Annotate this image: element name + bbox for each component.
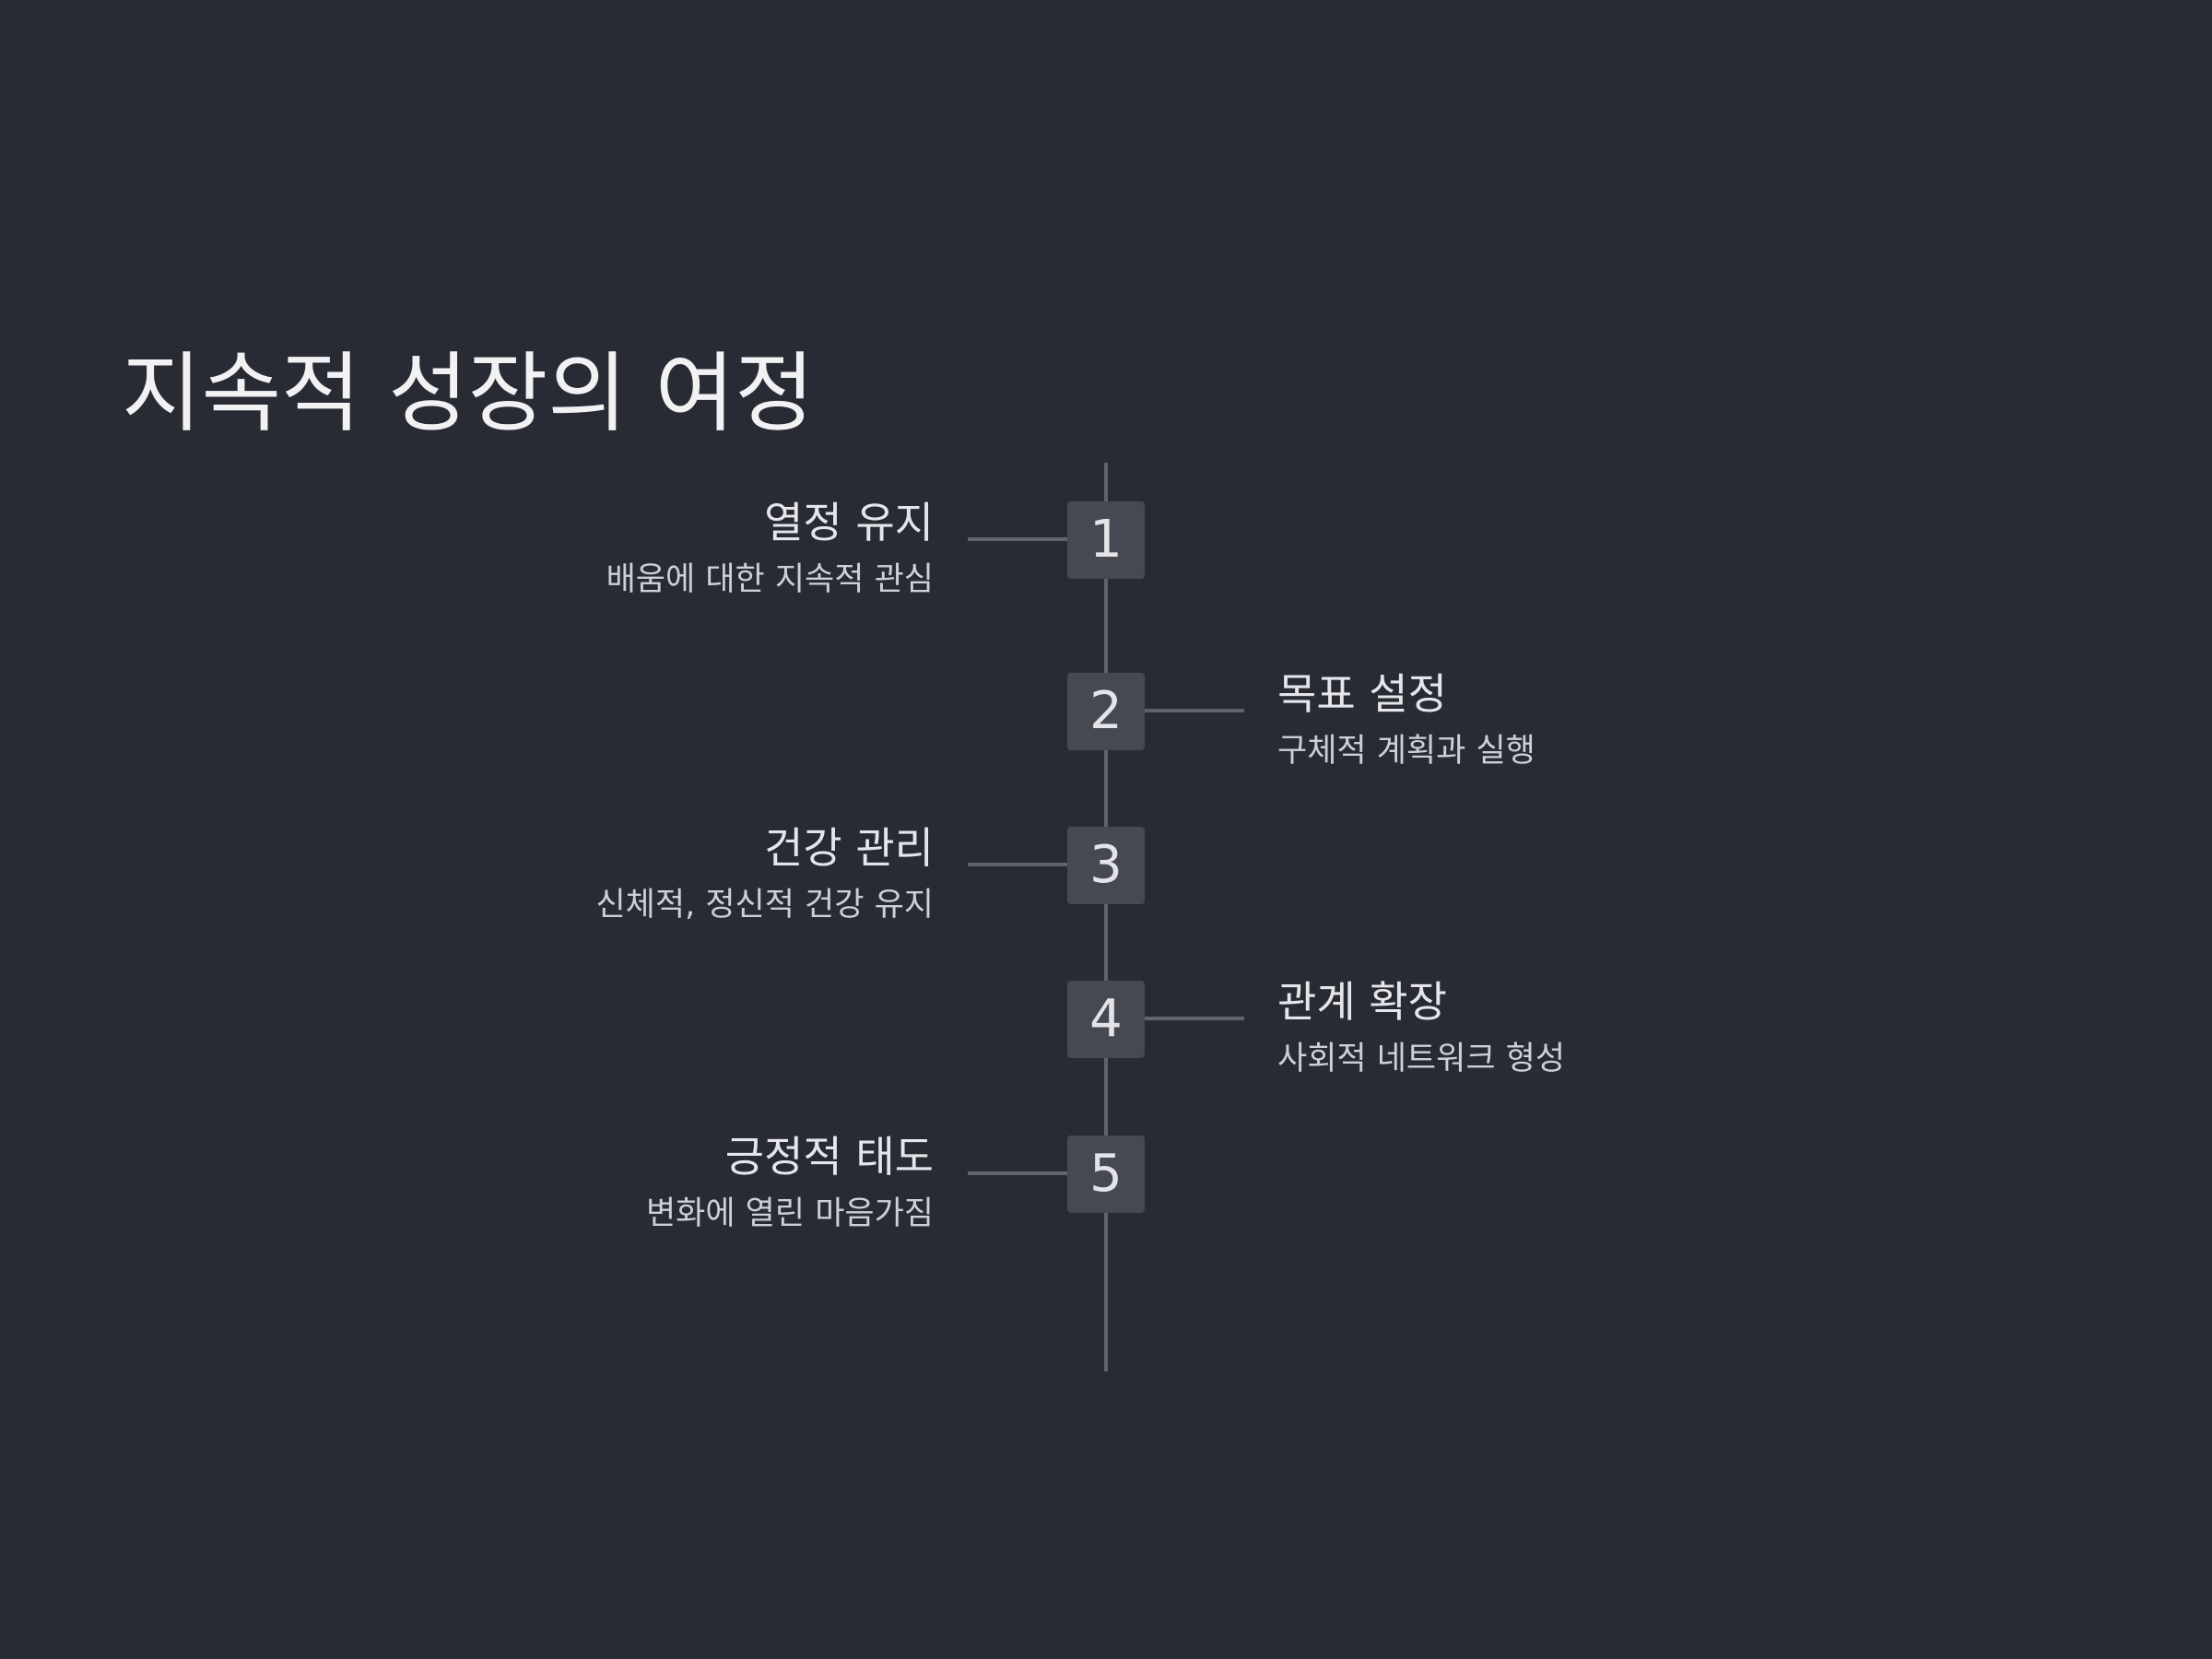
connector-step-5 <box>968 1171 1069 1175</box>
step-title: 목표 설정 <box>1277 669 1447 719</box>
step-description: 사회적 네트워크 형성 <box>1277 1041 1566 1077</box>
step-text-3: 건강 관리 신체적, 정신적 건강 유지 <box>595 821 934 926</box>
step-marker-1: 1 <box>1067 501 1145 579</box>
timeline-axis <box>1104 463 1108 1371</box>
step-marker-4: 4 <box>1067 981 1145 1058</box>
step-text-2: 목표 설정 구체적 계획과 실행 <box>1277 667 1535 772</box>
step-title: 관계 확장 <box>1277 977 1447 1027</box>
step-text-5: 긍정적 태도 변화에 열린 마음가짐 <box>646 1130 934 1235</box>
step-title: 건강 관리 <box>764 823 934 873</box>
step-title: 열정 유지 <box>764 498 934 547</box>
step-marker-2: 2 <box>1067 673 1145 750</box>
step-description: 배움에 대한 지속적 관심 <box>606 561 934 598</box>
connector-step-1 <box>968 537 1069 541</box>
connector-step-2 <box>1143 709 1244 712</box>
step-description: 신체적, 정신적 건강 유지 <box>595 887 934 924</box>
step-title: 긍정적 태도 <box>724 1132 934 1182</box>
step-description: 구체적 계획과 실행 <box>1277 733 1535 770</box>
connector-step-4 <box>1143 1017 1244 1020</box>
step-marker-5: 5 <box>1067 1135 1145 1213</box>
step-marker-3: 3 <box>1067 827 1145 904</box>
step-text-4: 관계 확장 사회적 네트워크 형성 <box>1277 975 1565 1080</box>
step-description: 변화에 열린 마음가짐 <box>645 1195 934 1232</box>
connector-step-3 <box>968 863 1069 866</box>
page-title: 지속적 성장의 여정 <box>122 343 815 444</box>
step-text-1: 열정 유지 배움에 대한 지속적 관심 <box>606 496 934 601</box>
